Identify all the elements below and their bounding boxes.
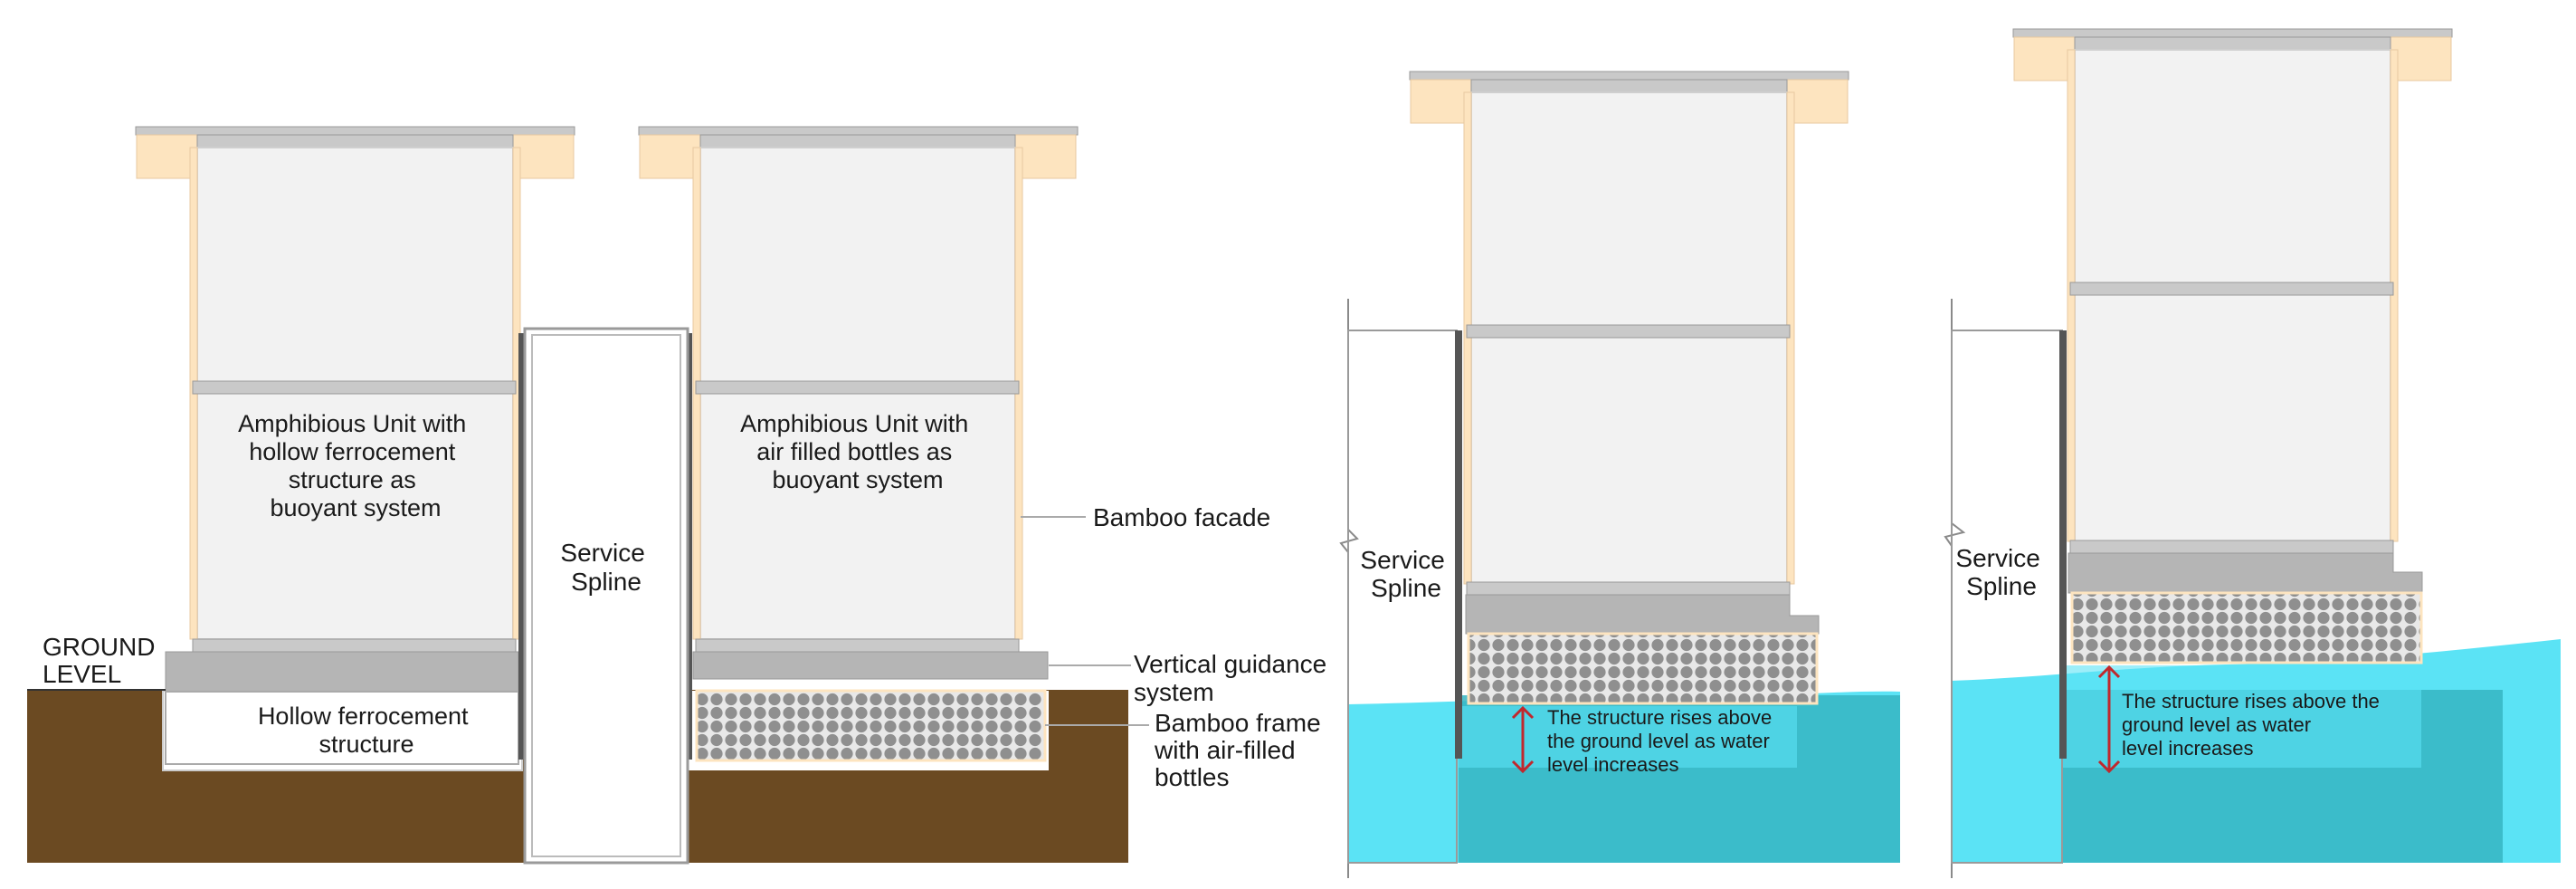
label-line: structure as [289, 466, 416, 493]
label-line: bottles [1155, 763, 1230, 791]
service-spline-label: Service Spline [1955, 544, 2047, 600]
panel-dry-ground: Amphibious Unit with hollow ferrocement … [27, 126, 1334, 865]
amphibious-unit-raised-1 [1409, 71, 1849, 705]
label-line: The structure rises above [1547, 706, 1772, 729]
label-line: Bamboo frame [1155, 709, 1321, 737]
panel-flood-1: The structure rises above the ground lev… [1339, 71, 1900, 878]
base-platform [165, 651, 519, 693]
service-spline-flood-1 [1339, 299, 1462, 878]
amphibious-unit-right [638, 126, 1079, 762]
rise-arrow [1511, 705, 1535, 774]
bottle-raft [1467, 632, 1819, 705]
vertical-guidance-rail [1455, 330, 1462, 759]
roof-beam [2074, 36, 2391, 51]
label-line: LEVEL [43, 660, 121, 688]
label-line: buoyant system [772, 466, 943, 493]
bamboo-frame-label: Bamboo frame with air-filled bottles [1154, 709, 1327, 791]
label-line: level increases [2122, 737, 2254, 760]
label-line: hollow ferrocement [249, 438, 456, 465]
vertical-guidance-label: Vertical guidance system [1134, 650, 1334, 706]
base-platform [2067, 552, 2423, 594]
rise-arrow [2097, 664, 2121, 774]
service-spline-dry [518, 327, 692, 865]
roof-slab [135, 126, 575, 136]
roof-beam [196, 134, 514, 148]
roof-slab [1409, 71, 1849, 81]
unit-left-label: Amphibious Unit with hollow ferrocement … [238, 410, 473, 521]
label-line: Spline [1966, 572, 2037, 600]
bamboo-roof-beam-right [512, 134, 575, 179]
ground-floor-slab [1466, 581, 1791, 596]
label-line: ground level as water [2122, 713, 2311, 736]
service-spline-label: Service Spline [560, 539, 651, 596]
flood-note-1: The structure rises above the ground lev… [1547, 706, 1777, 776]
base-platform [1465, 594, 1820, 635]
base-platform [692, 651, 1049, 680]
label-line: Service [1360, 546, 1444, 574]
label-line: Vertical guidance [1134, 650, 1326, 678]
label-line: the ground level as water [1547, 730, 1770, 752]
floor-slab [2069, 282, 2394, 296]
floor-slab [192, 380, 517, 395]
hollow-structure-label: Hollow ferrocement structure [258, 703, 475, 758]
bamboo-roof-beam-left [1410, 79, 1472, 124]
roof-slab [638, 126, 1079, 136]
label-line: Service [560, 539, 644, 567]
vertical-guidance-rail [2059, 330, 2067, 759]
floor-slab [695, 380, 1020, 395]
panel-flood-2: The structure rises above the ground lev… [1944, 28, 2561, 878]
label-line: with air-filled [1154, 736, 1296, 764]
ground-floor-slab [2069, 540, 2394, 554]
label-line: level increases [1547, 753, 1679, 776]
label-line: GROUND [43, 633, 155, 661]
bamboo-roof-beam-left [136, 134, 198, 179]
label-line: structure [318, 731, 413, 758]
displaced-water-zone [2063, 665, 2421, 768]
label-line: Spline [1371, 574, 1441, 602]
bamboo-facade-label: Bamboo facade [1093, 503, 1270, 531]
service-spline-inner [531, 334, 681, 857]
vertical-guidance-rail-left [518, 333, 527, 760]
label-line: The structure rises above the [2122, 690, 2380, 712]
flood-note-2: The structure rises above the ground lev… [2122, 690, 2385, 760]
bottle-raft [2070, 591, 2423, 664]
service-spline-label: Service Spline [1360, 546, 1451, 602]
label-line: system [1134, 678, 1214, 706]
amphibious-unit-left [135, 126, 575, 765]
label-line: Service [1955, 544, 2039, 572]
unit-right-label: Amphibious Unit with air filled bottles … [740, 410, 975, 493]
service-spline-flood-2 [1944, 299, 2067, 878]
ground-floor-slab [192, 638, 517, 653]
bamboo-roof-beam-left [639, 134, 701, 179]
amphibious-unit-raised-2 [2012, 28, 2453, 664]
label-line: Amphibious Unit with [740, 410, 968, 437]
bottle-raft [695, 689, 1047, 762]
roof-beam [699, 134, 1016, 148]
bamboo-roof-beam-right [1014, 134, 1077, 179]
label-line: buoyant system [270, 494, 441, 521]
hollow-ferrocement-structure [165, 691, 519, 765]
label-line: Spline [571, 568, 642, 596]
bamboo-roof-beam-right [2390, 36, 2452, 81]
bamboo-roof-beam-right [1786, 79, 1849, 124]
roof-beam [1470, 79, 1788, 93]
label-line: air filled bottles as [756, 438, 952, 465]
ground-floor-slab [695, 638, 1020, 653]
bamboo-roof-beam-left [2013, 36, 2076, 81]
roof-slab [2012, 28, 2453, 38]
label-line: Amphibious Unit with [238, 410, 466, 437]
label-line: Hollow ferrocement [258, 703, 469, 730]
ground-level-label: GROUND LEVEL [43, 633, 162, 688]
floor-slab [1466, 324, 1791, 339]
